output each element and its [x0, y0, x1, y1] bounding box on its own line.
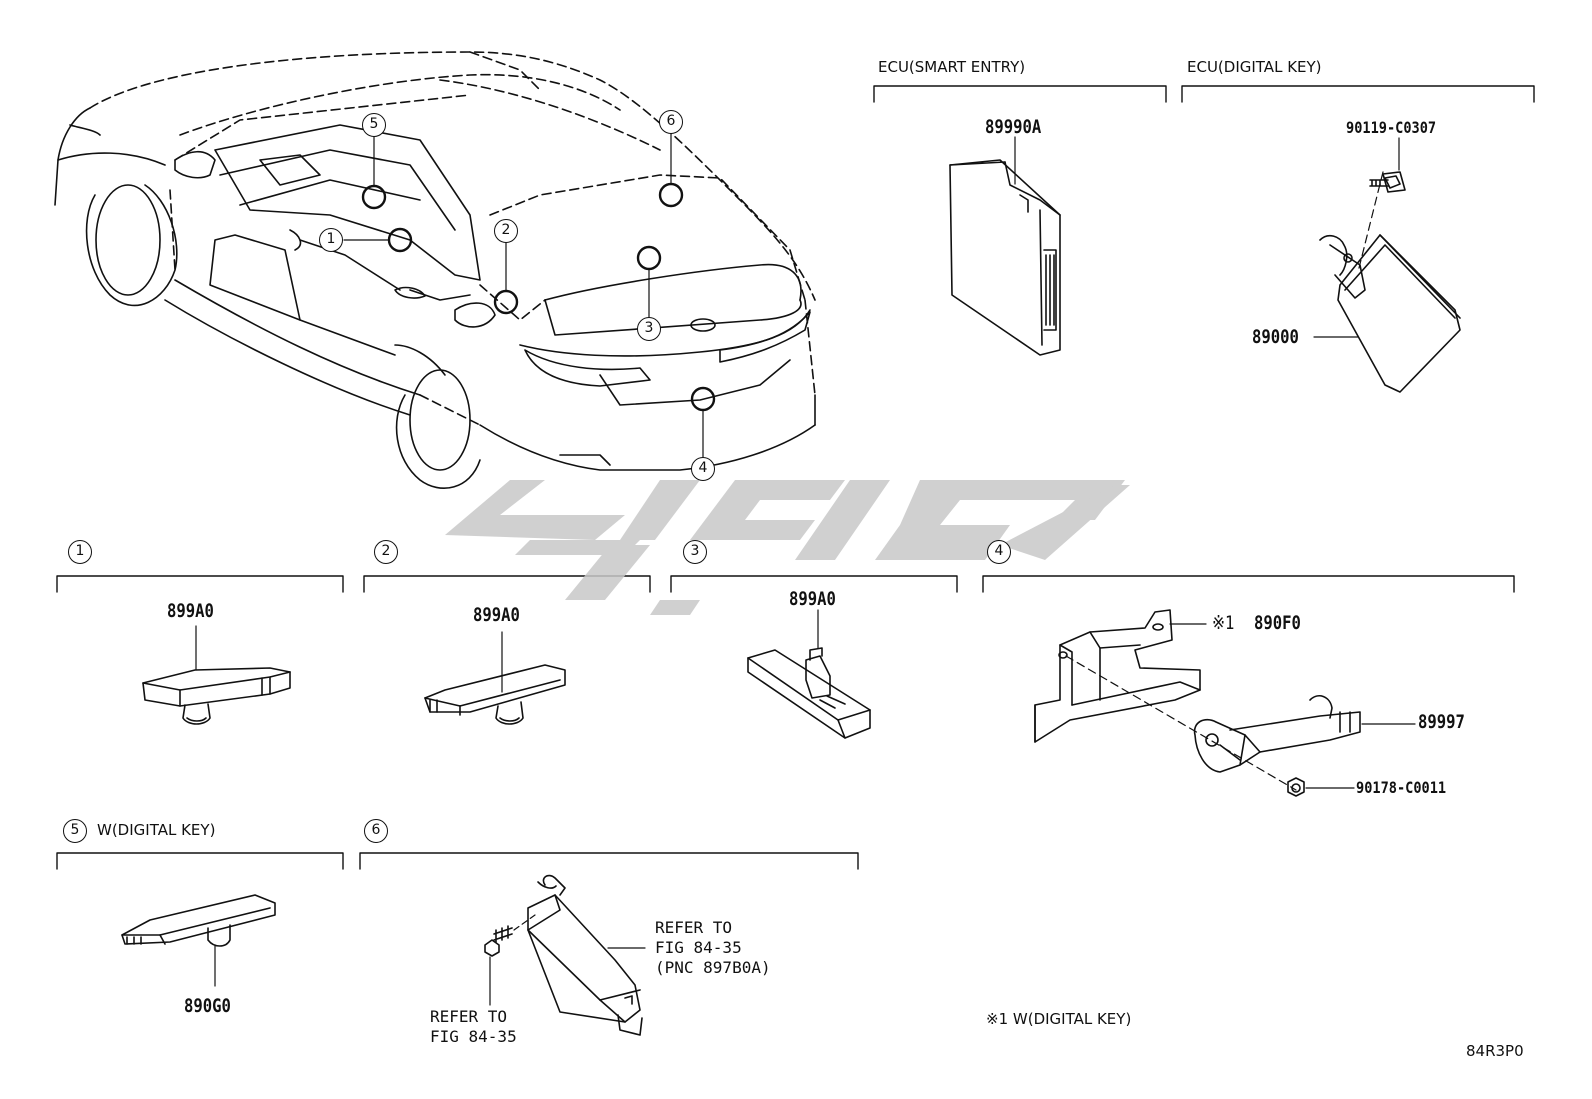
section-callout-1: 1: [68, 540, 92, 564]
refer-module-line-3: (PNC 897B0A): [655, 958, 771, 977]
part-890F0: 890F0: [1254, 612, 1301, 634]
part-899A0-1: 899A0: [167, 600, 214, 622]
bracket-4-drawing: [1034, 609, 1416, 797]
part-90178-C0011: 90178-C0011: [1356, 778, 1447, 797]
ecu-smart-entry-drawing: [949, 136, 1061, 356]
refer-bolt-line-1: REFER TO: [430, 1007, 508, 1026]
module-6-drawing: [484, 874, 646, 1036]
callout-1: 1: [319, 228, 343, 252]
section-callout-6: 6: [364, 819, 388, 843]
footnote: ※1 W(DIGITAL KEY): [986, 1010, 1132, 1028]
part-899A0-2: 899A0: [473, 604, 520, 626]
watermark-logo: [445, 480, 1130, 615]
note-mark-1: ※1: [1212, 612, 1235, 634]
sensor-1-drawing: [142, 625, 291, 725]
part-899A0-3: 899A0: [789, 588, 836, 610]
callout-6: 6: [659, 110, 683, 134]
ecu-smart-entry-header: ECU(SMART ENTRY): [878, 58, 1026, 76]
figure-code: 84R3P0: [1466, 1042, 1524, 1060]
callout-2: 2: [494, 219, 518, 243]
callout-5: 5: [362, 113, 386, 137]
sensor-3-drawing: [747, 609, 871, 739]
part-890G0: 890G0: [184, 995, 231, 1017]
sensor-location-markers: [361, 182, 716, 412]
section-callout-3: 3: [683, 540, 707, 564]
refer-module-line-1: REFER TO: [655, 918, 733, 937]
digital-key-5-header: W(DIGITAL KEY): [97, 821, 216, 839]
part-89997: 89997: [1418, 711, 1465, 733]
section-callout-2: 2: [374, 540, 398, 564]
ecu-digital-key-header: ECU(DIGITAL KEY): [1187, 58, 1322, 76]
section-brackets: [56, 85, 1535, 870]
section-callout-4: 4: [987, 540, 1011, 564]
part-89990A: 89990A: [985, 116, 1042, 138]
refer-bolt-line-2: FIG 84-35: [430, 1027, 517, 1046]
antenna-5-drawing: [121, 894, 276, 987]
vehicle-illustration: [54, 51, 816, 489]
callout-4: 4: [691, 457, 715, 481]
callout-3: 3: [637, 317, 661, 341]
part-89000: 89000: [1252, 326, 1299, 348]
sensor-2-drawing: [424, 631, 566, 725]
refer-module-line-2: FIG 84-35: [655, 938, 742, 957]
section-callout-5: 5: [63, 819, 87, 843]
part-90119-C0307: 90119-C0307: [1346, 118, 1437, 137]
ecu-digital-key-drawing: [1313, 137, 1461, 393]
